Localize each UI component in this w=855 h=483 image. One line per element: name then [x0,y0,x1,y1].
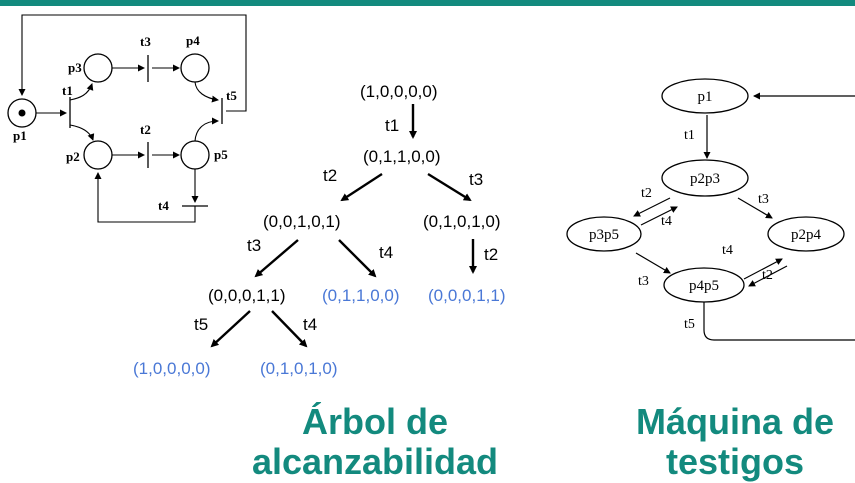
place-p4 [180,53,210,83]
state-label-p3p5: p3p5 [589,227,619,243]
label-t4: t4 [158,198,169,213]
token-dot-icon [18,109,26,117]
caption-token-machine: Máquina de testigos [610,402,855,482]
state-label-p2p3: p2p3 [690,171,720,187]
label-p1: p1 [13,128,27,143]
tree-edge-label: t2 [484,245,498,264]
reachability-tree: (1,0,0,0,0) (0,1,1,0,0) (0,0,1,0,1) (0,1… [133,82,506,378]
tree-node-level2-right: (0,1,0,1,0) [423,212,501,231]
tree-edge-label: t2 [323,166,337,185]
machine-transition-label: t5 [684,317,695,332]
machine-transition-label: t1 [684,128,695,143]
machine-transition-label: t3 [638,274,649,289]
tree-edge-label: t3 [247,236,261,255]
caption-line: Árbol de [301,401,448,442]
state-label-p1: p1 [698,89,713,105]
machine-transition-label: t2 [641,186,652,201]
tree-node-level3-mid: (0,1,1,0,0) [322,286,400,305]
top-accent-bar [0,0,855,6]
tree-edge-label: t4 [379,243,393,262]
state-p2p3 [661,159,749,197]
state-p1 [661,78,749,114]
caption-line: Máquina de [635,401,835,442]
caption-reachability-tree: Árbol de alcanzabilidad [185,402,565,482]
token-machine: p1 p2p3 p3p5 p2p4 p4p5 t1 t2 t4 t3 t4 t2… [566,78,855,341]
tree-node-leaf-left: (1,0,0,0,0) [133,359,211,378]
label-p4: p4 [186,33,200,48]
state-label-p4p5: p4p5 [689,278,719,294]
machine-transition-label: t2 [762,268,773,283]
place-p3 [83,53,113,83]
label-p3: p3 [68,60,82,75]
label-t2: t2 [140,122,151,137]
tree-node-root: (1,0,0,0,0) [360,82,438,101]
petri-net: p1 p3 p4 p2 p5 t1 t3 t2 t5 t4 [7,14,247,223]
tree-node-level2-left: (0,0,1,0,1) [263,212,341,231]
machine-transition-label: t4 [722,243,733,258]
label-p2: p2 [66,149,80,164]
machine-edges [633,92,855,341]
machine-transition-label: t3 [758,192,769,207]
machine-transition-label: t4 [661,214,672,229]
tree-edge-label: t3 [469,170,483,189]
label-t5: t5 [226,88,237,103]
machine-states [566,78,845,303]
tree-node-leaf-right: (0,1,0,1,0) [260,359,338,378]
tree-edges [210,104,477,348]
state-p4p5 [663,267,745,303]
place-p2 [83,140,113,170]
tree-node-level3-right: (0,0,0,1,1) [428,286,506,305]
tree-node-level1: (0,1,1,0,0) [363,147,441,166]
caption-line: testigos [665,441,805,482]
tree-edge-label: t4 [303,315,317,334]
tree-edge-label: t5 [194,315,208,334]
label-t3: t3 [140,34,151,49]
state-label-p2p4: p2p4 [791,227,822,243]
petri-arcs [18,14,247,223]
label-p5: p5 [214,147,228,162]
caption-line: alcanzabilidad [251,441,499,482]
label-t1: t1 [62,83,73,98]
state-p3p5 [566,216,642,252]
tree-edge-label: t1 [385,116,399,135]
tree-node-level3-left: (0,0,0,1,1) [208,286,286,305]
place-p5 [180,140,210,170]
state-p2p4 [767,216,845,252]
